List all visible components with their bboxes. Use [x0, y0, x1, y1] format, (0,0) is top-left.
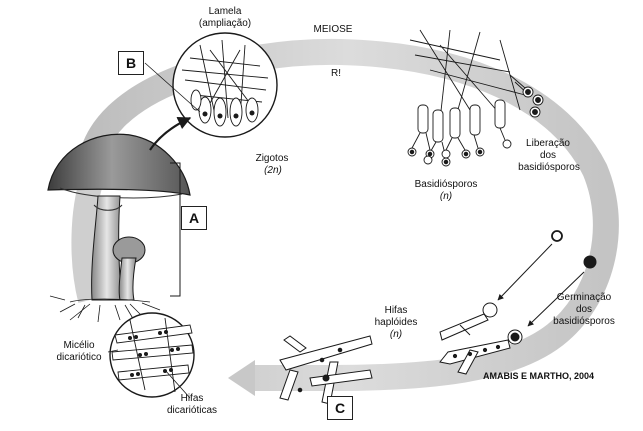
- label-micelio-1: Micélio: [63, 340, 95, 351]
- fused-hyphae: [279, 335, 373, 405]
- label-hifas-dicarioticas-1: Hifas: [180, 393, 204, 404]
- box-c: C: [327, 396, 353, 420]
- arrow-spore-1: [497, 243, 553, 301]
- label-r: R!: [331, 68, 341, 79]
- label-hifas-haploides-n: (n): [389, 329, 403, 340]
- label-liberacao-3: basidiósporos: [518, 162, 580, 173]
- lamella-magnification: [172, 32, 278, 138]
- label-hifas-haploides-1: Hifas: [384, 305, 408, 316]
- label-liberacao-1: Liberação: [526, 138, 570, 149]
- box-a: A: [181, 206, 207, 230]
- released-spores: [551, 230, 597, 269]
- label-basidiosporos: Basidiósporos: [414, 179, 478, 190]
- basidia-cluster: [407, 29, 544, 167]
- label-hifas-dicarioticas-2: dicarióticas: [166, 405, 218, 416]
- label-ampliacao: (ampliação): [198, 18, 252, 29]
- pointer-hifas-dicarioticas: [164, 369, 191, 399]
- label-liberacao-2: dos: [539, 150, 557, 161]
- label-germinacao-1: Germinação: [556, 292, 612, 303]
- label-zigotos: Zigotos: [255, 153, 289, 164]
- label-germinacao-2: dos: [575, 304, 593, 315]
- arrow-to-lamella: [149, 117, 192, 151]
- pointer-b: [144, 62, 201, 113]
- label-micelio-2: dicariótico: [56, 352, 102, 363]
- source-credit: AMABIS E MARTHO, 2004: [483, 371, 595, 381]
- mushroom-icon: [47, 133, 191, 323]
- box-b: B: [118, 51, 144, 75]
- label-zigotos-2n: (2n): [264, 165, 282, 176]
- bracket-a: [170, 162, 181, 297]
- cycle-arrowhead: [228, 360, 255, 396]
- label-meiose: MEIOSE: [313, 24, 353, 35]
- arrow-spore-2: [527, 271, 585, 327]
- label-hifas-haploides-2: haplóides: [374, 317, 418, 328]
- pointer-micelio: [107, 349, 119, 353]
- label-basidiosporos-n: (n): [439, 191, 453, 202]
- germinating-hyphae: [439, 302, 523, 375]
- label-lamela: Lamela: [208, 6, 242, 17]
- mycelium-magnification: [109, 312, 195, 398]
- label-germinacao-3: basidiósporos: [553, 316, 615, 327]
